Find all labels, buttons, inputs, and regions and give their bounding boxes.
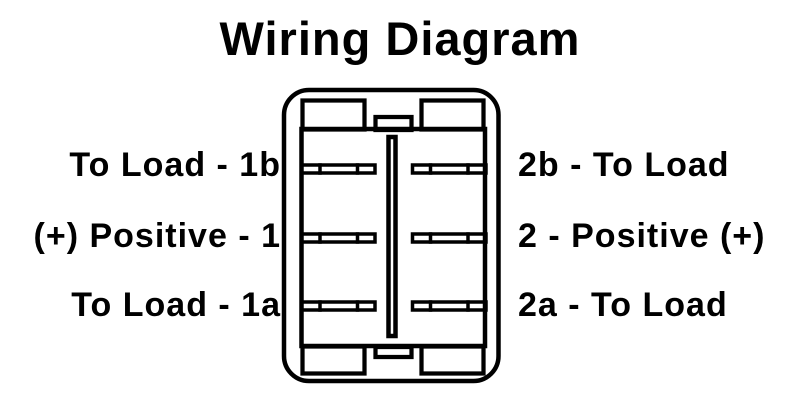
terminal-strip-2b	[410, 163, 488, 175]
terminal-strip-2	[410, 232, 488, 244]
switch-outer-housing	[281, 87, 501, 384]
terminal-label-1a: To Load - 1a	[71, 286, 281, 324]
terminal-strip-2a	[410, 300, 488, 312]
terminal-strip-1b	[299, 163, 377, 175]
actuator-bar	[386, 134, 398, 339]
terminal-label-1b: To Load - 1b	[69, 146, 281, 184]
mounting-tab-bottom-left	[300, 344, 367, 376]
terminal-label-2a: 2a - To Load	[518, 286, 728, 324]
mounting-tab-top-left	[300, 98, 367, 132]
diagram-title: Wiring Diagram	[219, 12, 581, 65]
terminal-strip-1a	[299, 300, 377, 312]
terminal-strip-1	[299, 232, 377, 244]
terminal-strips	[299, 163, 488, 312]
terminal-label-2b: 2b - To Load	[518, 146, 730, 184]
terminal-label-2: 2 - Positive (+)	[518, 217, 766, 255]
mounting-tab-bottom-center	[373, 344, 414, 360]
mounting-tab-top-center	[373, 114, 414, 133]
terminal-label-1: (+) Positive - 1	[33, 217, 281, 255]
mounting-tab-bottom-right	[419, 344, 486, 376]
mounting-tab-top-right	[419, 98, 486, 132]
